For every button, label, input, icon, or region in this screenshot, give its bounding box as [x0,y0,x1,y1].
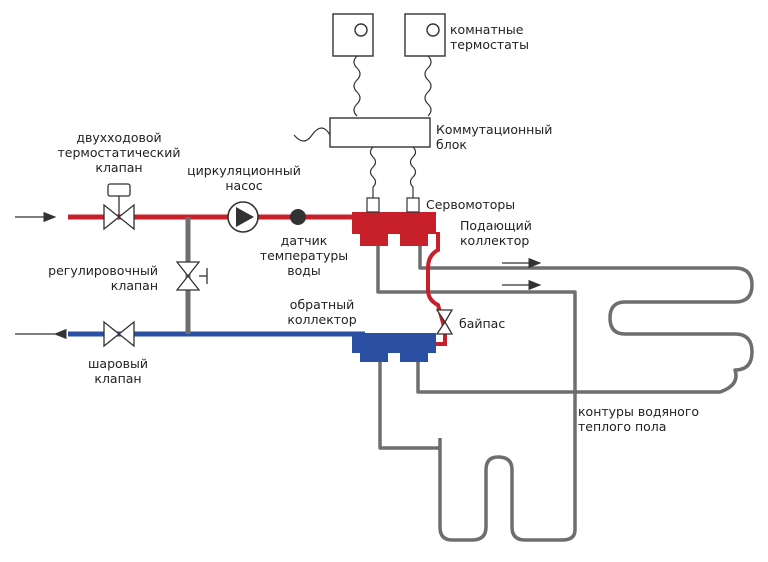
pump-icon [227,201,259,233]
flow-arrow-icon [502,257,542,291]
floor-loops-label: контуры водяного теплого пола [578,404,700,434]
thermostat-icon [332,13,446,57]
temperature-sensor-label: датчик температуры воды [259,233,349,278]
thermostat-wires [293,55,432,198]
balancing-valve-label: регулировочный клапан [48,263,158,293]
switching-unit-icon [329,117,431,148]
return-manifold-label: обратный коллектор [287,297,357,327]
bypass-label: байпас [459,316,506,331]
switching-unit-label: Коммутационный блок [436,122,553,152]
supply-manifold-label: Подающий коллектор [460,218,532,248]
ball-valve-icon [103,320,135,348]
balancing-valve-icon [175,261,208,291]
temperature-sensor-icon [290,209,306,225]
two-way-valve-icon [103,183,135,231]
room-thermostats-label: комнатные термостаты [450,22,529,52]
floor-loop-upper [376,240,754,542]
circulation-pump-label: циркуляционный насос [187,163,301,193]
servomotors-label: Сервомоторы [426,197,516,212]
return-manifold-icon [352,333,436,362]
supply-manifold-icon [352,212,436,246]
ball-valve-label: шаровый клапан [87,356,149,386]
two-way-valve-label: двухходовой термостатический клапан [57,130,181,175]
servomotor-icon [366,197,420,213]
bypass-valve-icon [435,309,454,335]
